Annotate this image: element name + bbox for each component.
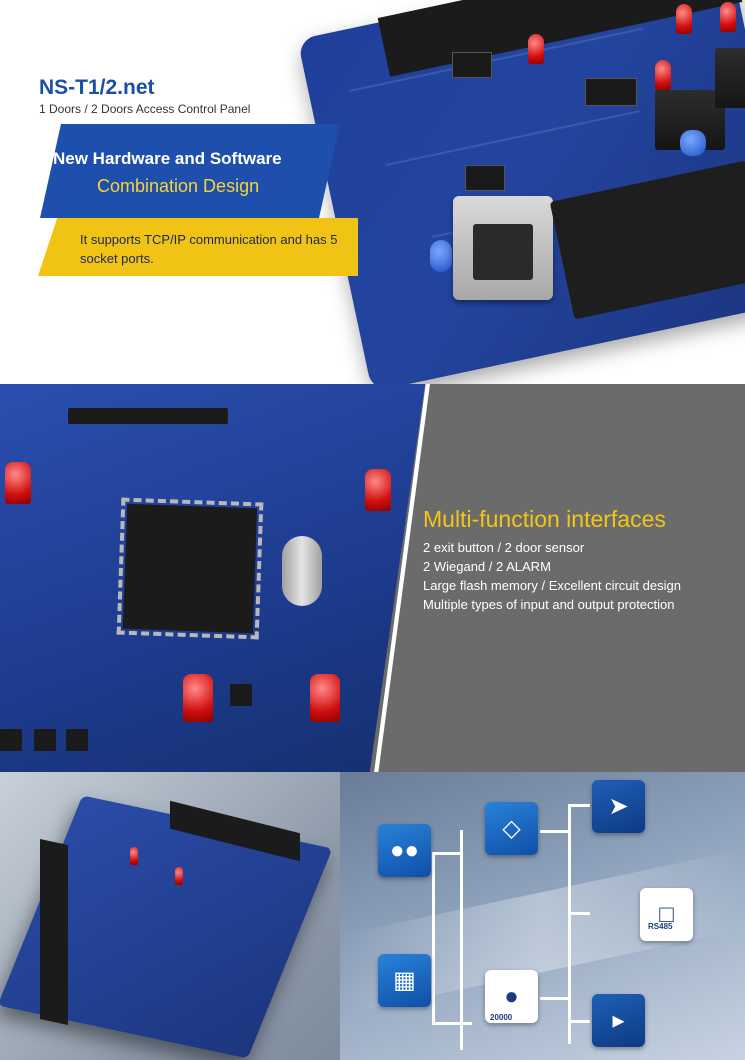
red-led bbox=[183, 674, 213, 722]
red-led bbox=[5, 462, 31, 504]
user-capacity-label: 20000 bbox=[490, 1013, 513, 1022]
ic-chip bbox=[585, 78, 637, 106]
pin-header bbox=[68, 408, 228, 424]
cards-icon: ▦ bbox=[378, 954, 431, 1007]
mcu-chip bbox=[122, 503, 258, 634]
red-led bbox=[720, 2, 736, 32]
crystal-oscillator bbox=[282, 536, 322, 606]
red-led bbox=[528, 34, 544, 64]
feature-item: 2 Wiegand / 2 ALARM bbox=[423, 559, 551, 574]
yellow-band bbox=[38, 218, 358, 276]
features-title: Multi-function interfaces bbox=[423, 506, 666, 532]
feature-item: Large flash memory / Excellent circuit d… bbox=[423, 578, 681, 593]
red-led bbox=[365, 469, 391, 511]
blue-band bbox=[40, 124, 340, 218]
hero-section: NS-T1/2.net 1 Doors / 2 Doors Access Con… bbox=[0, 0, 745, 384]
relay bbox=[715, 48, 745, 108]
ic-chip bbox=[452, 52, 492, 78]
smd-component bbox=[0, 729, 22, 751]
connector-line bbox=[568, 912, 590, 915]
band-headline: New Hardware and Software bbox=[53, 149, 282, 168]
red-led bbox=[310, 674, 340, 722]
network-flow-icon: ▸ bbox=[592, 994, 645, 1047]
blue-capacitor bbox=[680, 130, 706, 156]
connector-line bbox=[460, 830, 463, 1050]
red-led bbox=[130, 847, 138, 865]
pcb-trace bbox=[385, 110, 640, 167]
product-subtitle: 1 Doors / 2 Doors Access Control Panel bbox=[39, 102, 251, 116]
ic-chip bbox=[465, 165, 505, 191]
connector-line bbox=[432, 852, 435, 1024]
connector-line bbox=[432, 1022, 472, 1025]
connector-line bbox=[540, 997, 570, 1000]
topology-section: ●● ▦ ◇ ● 20000 ➤ □ RS485 ▸ bbox=[0, 772, 745, 1060]
rs485-label: RS485 bbox=[648, 922, 673, 931]
smd-component bbox=[34, 729, 56, 751]
users-group-icon: ●● bbox=[378, 824, 431, 877]
terminal-block bbox=[40, 839, 68, 1025]
connector-line bbox=[568, 804, 571, 1044]
band-subheadline: Combination Design bbox=[97, 176, 260, 196]
red-led bbox=[175, 867, 183, 885]
rj45-port bbox=[453, 196, 553, 300]
blue-capacitor bbox=[430, 240, 452, 272]
user-capacity-icon: ● bbox=[485, 970, 538, 1023]
exit-alarm-icon: ➤ bbox=[592, 780, 645, 833]
connector-line bbox=[568, 1020, 590, 1023]
red-led bbox=[655, 60, 671, 90]
wiegand-cards-icon: ◇ bbox=[485, 802, 538, 855]
tcpip-description: It supports TCP/IP communication and has… bbox=[80, 232, 338, 266]
feature-item: Multiple types of input and output prote… bbox=[423, 597, 675, 612]
connector-line bbox=[432, 852, 462, 855]
features-section: Multi-function interfaces 2 exit button … bbox=[0, 384, 745, 772]
smd-component bbox=[66, 729, 88, 751]
feature-item: 2 exit button / 2 door sensor bbox=[423, 540, 585, 555]
connector-line bbox=[568, 804, 590, 807]
product-title: NS-T1/2.net bbox=[39, 76, 155, 99]
connector-line bbox=[540, 830, 570, 833]
rs485-icon: □ bbox=[640, 888, 693, 941]
smd-component bbox=[230, 684, 252, 706]
red-led bbox=[676, 4, 692, 34]
